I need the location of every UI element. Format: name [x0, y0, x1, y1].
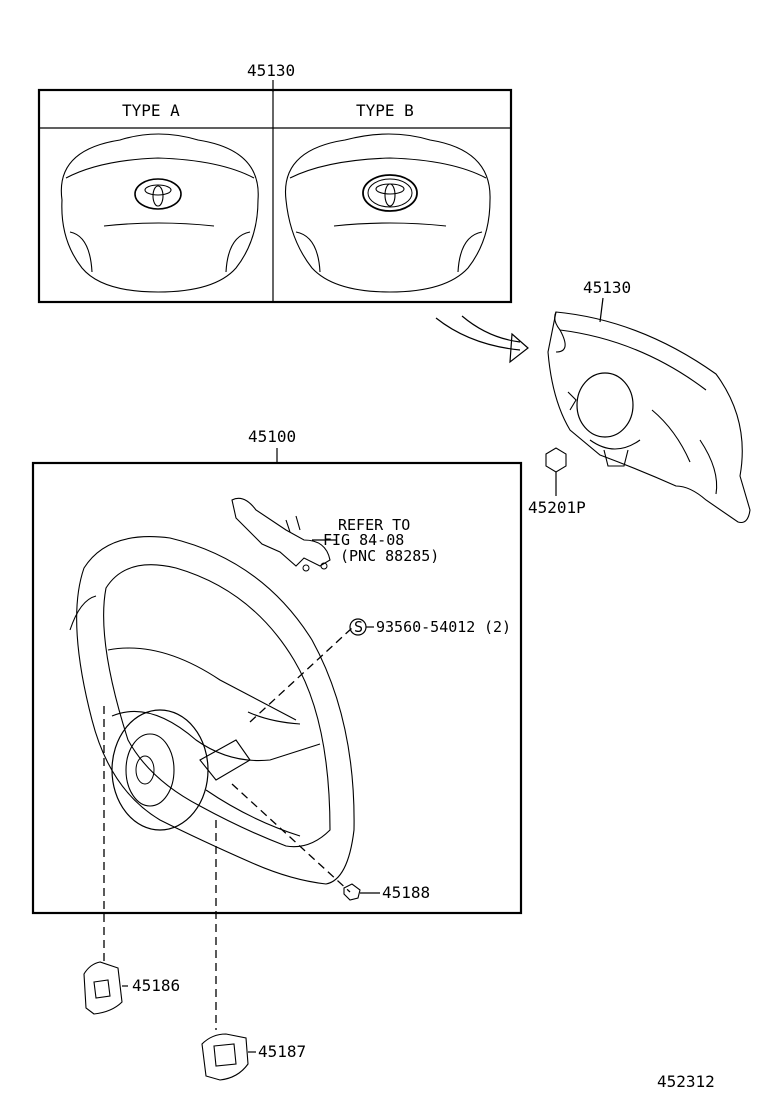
- leader-screw: [249, 627, 353, 723]
- logo-icon: [362, 174, 418, 212]
- cover-45187: [201, 1033, 256, 1081]
- horn-pad-side-view: [547, 311, 751, 524]
- illustration-number: 452312: [657, 1072, 715, 1091]
- refer-line-3: (PNC 88285): [340, 547, 439, 565]
- horn-pad-type-a: [60, 133, 259, 293]
- callout-screw: 93560-54012: [376, 618, 475, 636]
- type-box: TYPE A TYPE B: [37, 88, 513, 304]
- wire-harness-part: [231, 497, 331, 572]
- bolt-45188: [343, 883, 380, 901]
- callout-45130-top: 45130: [247, 61, 295, 80]
- horn-pad-type-b: [284, 133, 491, 293]
- screw-quantity: (2): [484, 618, 511, 636]
- callout-45201p: 45201P: [528, 498, 586, 517]
- callout-45100: 45100: [248, 427, 296, 446]
- steering-wheel-box: [31, 461, 523, 915]
- steering-wheel: [69, 536, 355, 885]
- callout-45186: 45186: [132, 976, 180, 995]
- callout-45130-side: 45130: [583, 278, 631, 297]
- logo-icon: [134, 178, 182, 210]
- type-a-label: TYPE A: [122, 101, 180, 120]
- callout-45188: 45188: [382, 883, 430, 902]
- type-b-label: TYPE B: [356, 101, 414, 120]
- leader-bolt: [231, 783, 351, 893]
- screw-callout: S 93560-54012 (2): [349, 618, 511, 636]
- refer-line-1: REFER TO: [338, 516, 410, 534]
- direction-arrow: [435, 315, 529, 364]
- screw-symbol: S: [354, 618, 363, 636]
- refer-line-2: FIG 84-08: [323, 531, 404, 549]
- nut-45201p: [545, 447, 567, 496]
- leader-45130-side: [599, 297, 604, 323]
- cover-45186: [83, 961, 128, 1015]
- callout-45187: 45187: [258, 1042, 306, 1061]
